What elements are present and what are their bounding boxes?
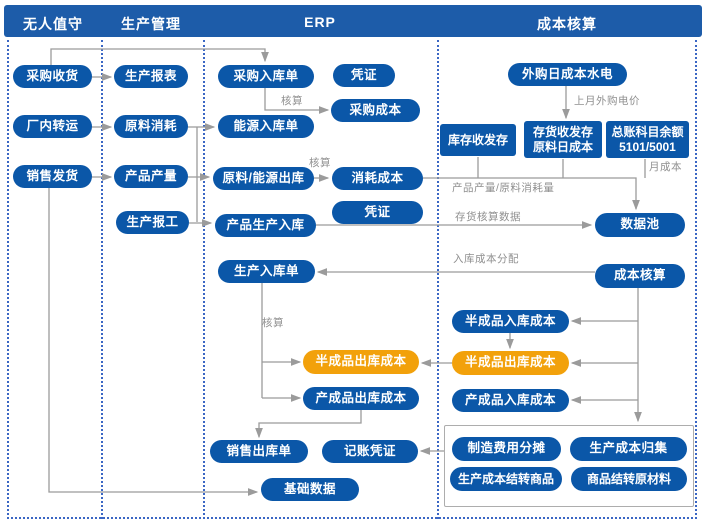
node-semi-finished-outbound-cost-erp: 半成品出库成本 (303, 350, 419, 374)
wire-purchase-receiving-to-purchase-inbound (50, 48, 269, 65)
node-bookkeeping-voucher: 记账凭证 (322, 440, 418, 463)
node-purchase-cost: 采购成本 (331, 99, 420, 122)
column-header-cost-accounting: 成本核算 (537, 16, 597, 32)
edge-label-last-month-power-price: 上月外购电价 (574, 95, 640, 107)
node-material-energy-outbound: 原料/能源出库 (213, 167, 314, 190)
edge-label-calc-1: 核算 (281, 95, 303, 107)
node-finished-goods-inbound-cost: 产成品入库成本 (452, 389, 569, 412)
node-cost-accounting: 成本核算 (595, 264, 685, 288)
edge-label-monthly-cost: 月成本 (649, 161, 682, 173)
edge-label-calc-2: 核算 (309, 157, 331, 169)
lane-separator-5 (695, 40, 697, 519)
node-product-production-inbound: 产品生产入库 (215, 214, 316, 237)
node-goods-to-raw-materials: 商品结转原材料 (571, 467, 687, 491)
edge-label-output-and-consumption: 产品产量/原料消耗量 (452, 182, 555, 194)
node-material-consumption: 原料消耗 (114, 115, 188, 138)
node-sales-outbound-order: 销售出库单 (210, 440, 308, 463)
node-voucher-1: 凭证 (333, 64, 395, 87)
node-finished-goods-outbound-cost: 产成品出库成本 (303, 387, 419, 410)
node-semi-finished-outbound-cost: 半成品出库成本 (452, 351, 569, 375)
node-sales-shipping: 销售发货 (13, 165, 92, 188)
column-header-unattended: 无人值守 (23, 16, 83, 32)
node-semi-finished-inbound-cost: 半成品入库成本 (452, 310, 569, 333)
node-energy-inbound-order: 能源入库单 (218, 115, 314, 138)
edge-label-inbound-cost-allocation: 入库成本分配 (453, 253, 519, 265)
node-voucher-2: 凭证 (332, 201, 423, 224)
edge-label-calc-3: 核算 (262, 317, 284, 329)
node-purchase-inbound-order: 采购入库单 (218, 65, 314, 88)
edge-label-inventory-accounting-data: 存货核算数据 (455, 211, 521, 223)
lane-separator-4 (437, 40, 439, 519)
lane-separator-1 (7, 40, 9, 519)
node-internal-transfer: 厂内转运 (13, 115, 92, 138)
lane-separator-bottom (7, 517, 697, 519)
wire-finished-outbound-to-sales-outbound (255, 410, 362, 439)
node-warehouse-in-out-balance: 库存收发存 (440, 124, 516, 156)
wire-box-stubs (477, 157, 646, 178)
node-production-inbound-order: 生产入库单 (218, 260, 315, 283)
column-header-production-management: 生产管理 (121, 16, 181, 32)
node-outsourced-daily-cost-utilities: 外购日成本水电 (508, 63, 627, 86)
node-manufacturing-expense-allocation: 制造费用分摊 (452, 437, 561, 461)
node-basic-data: 基础数据 (261, 478, 359, 501)
header-band (4, 5, 702, 37)
lane-separator-2 (101, 40, 103, 519)
node-production-report: 生产报表 (114, 65, 188, 88)
column-header-erp: ERP (304, 14, 336, 30)
node-product-output: 产品产量 (114, 165, 188, 188)
node-production-reporting: 生产报工 (116, 211, 189, 234)
lane-separator-3 (203, 40, 205, 519)
node-gl-account-balance: 总账科目余额 5101/5001 (606, 121, 689, 158)
node-data-pool: 数据池 (595, 213, 685, 237)
node-consumption-cost: 消耗成本 (332, 167, 423, 190)
node-purchase-receiving: 采购收货 (13, 65, 92, 88)
node-production-cost-to-goods: 生产成本结转商品 (450, 467, 562, 491)
node-production-cost-collection: 生产成本归集 (570, 437, 687, 461)
node-stock-in-out-material-daily-cost: 存货收发存 原料日成本 (524, 121, 602, 158)
